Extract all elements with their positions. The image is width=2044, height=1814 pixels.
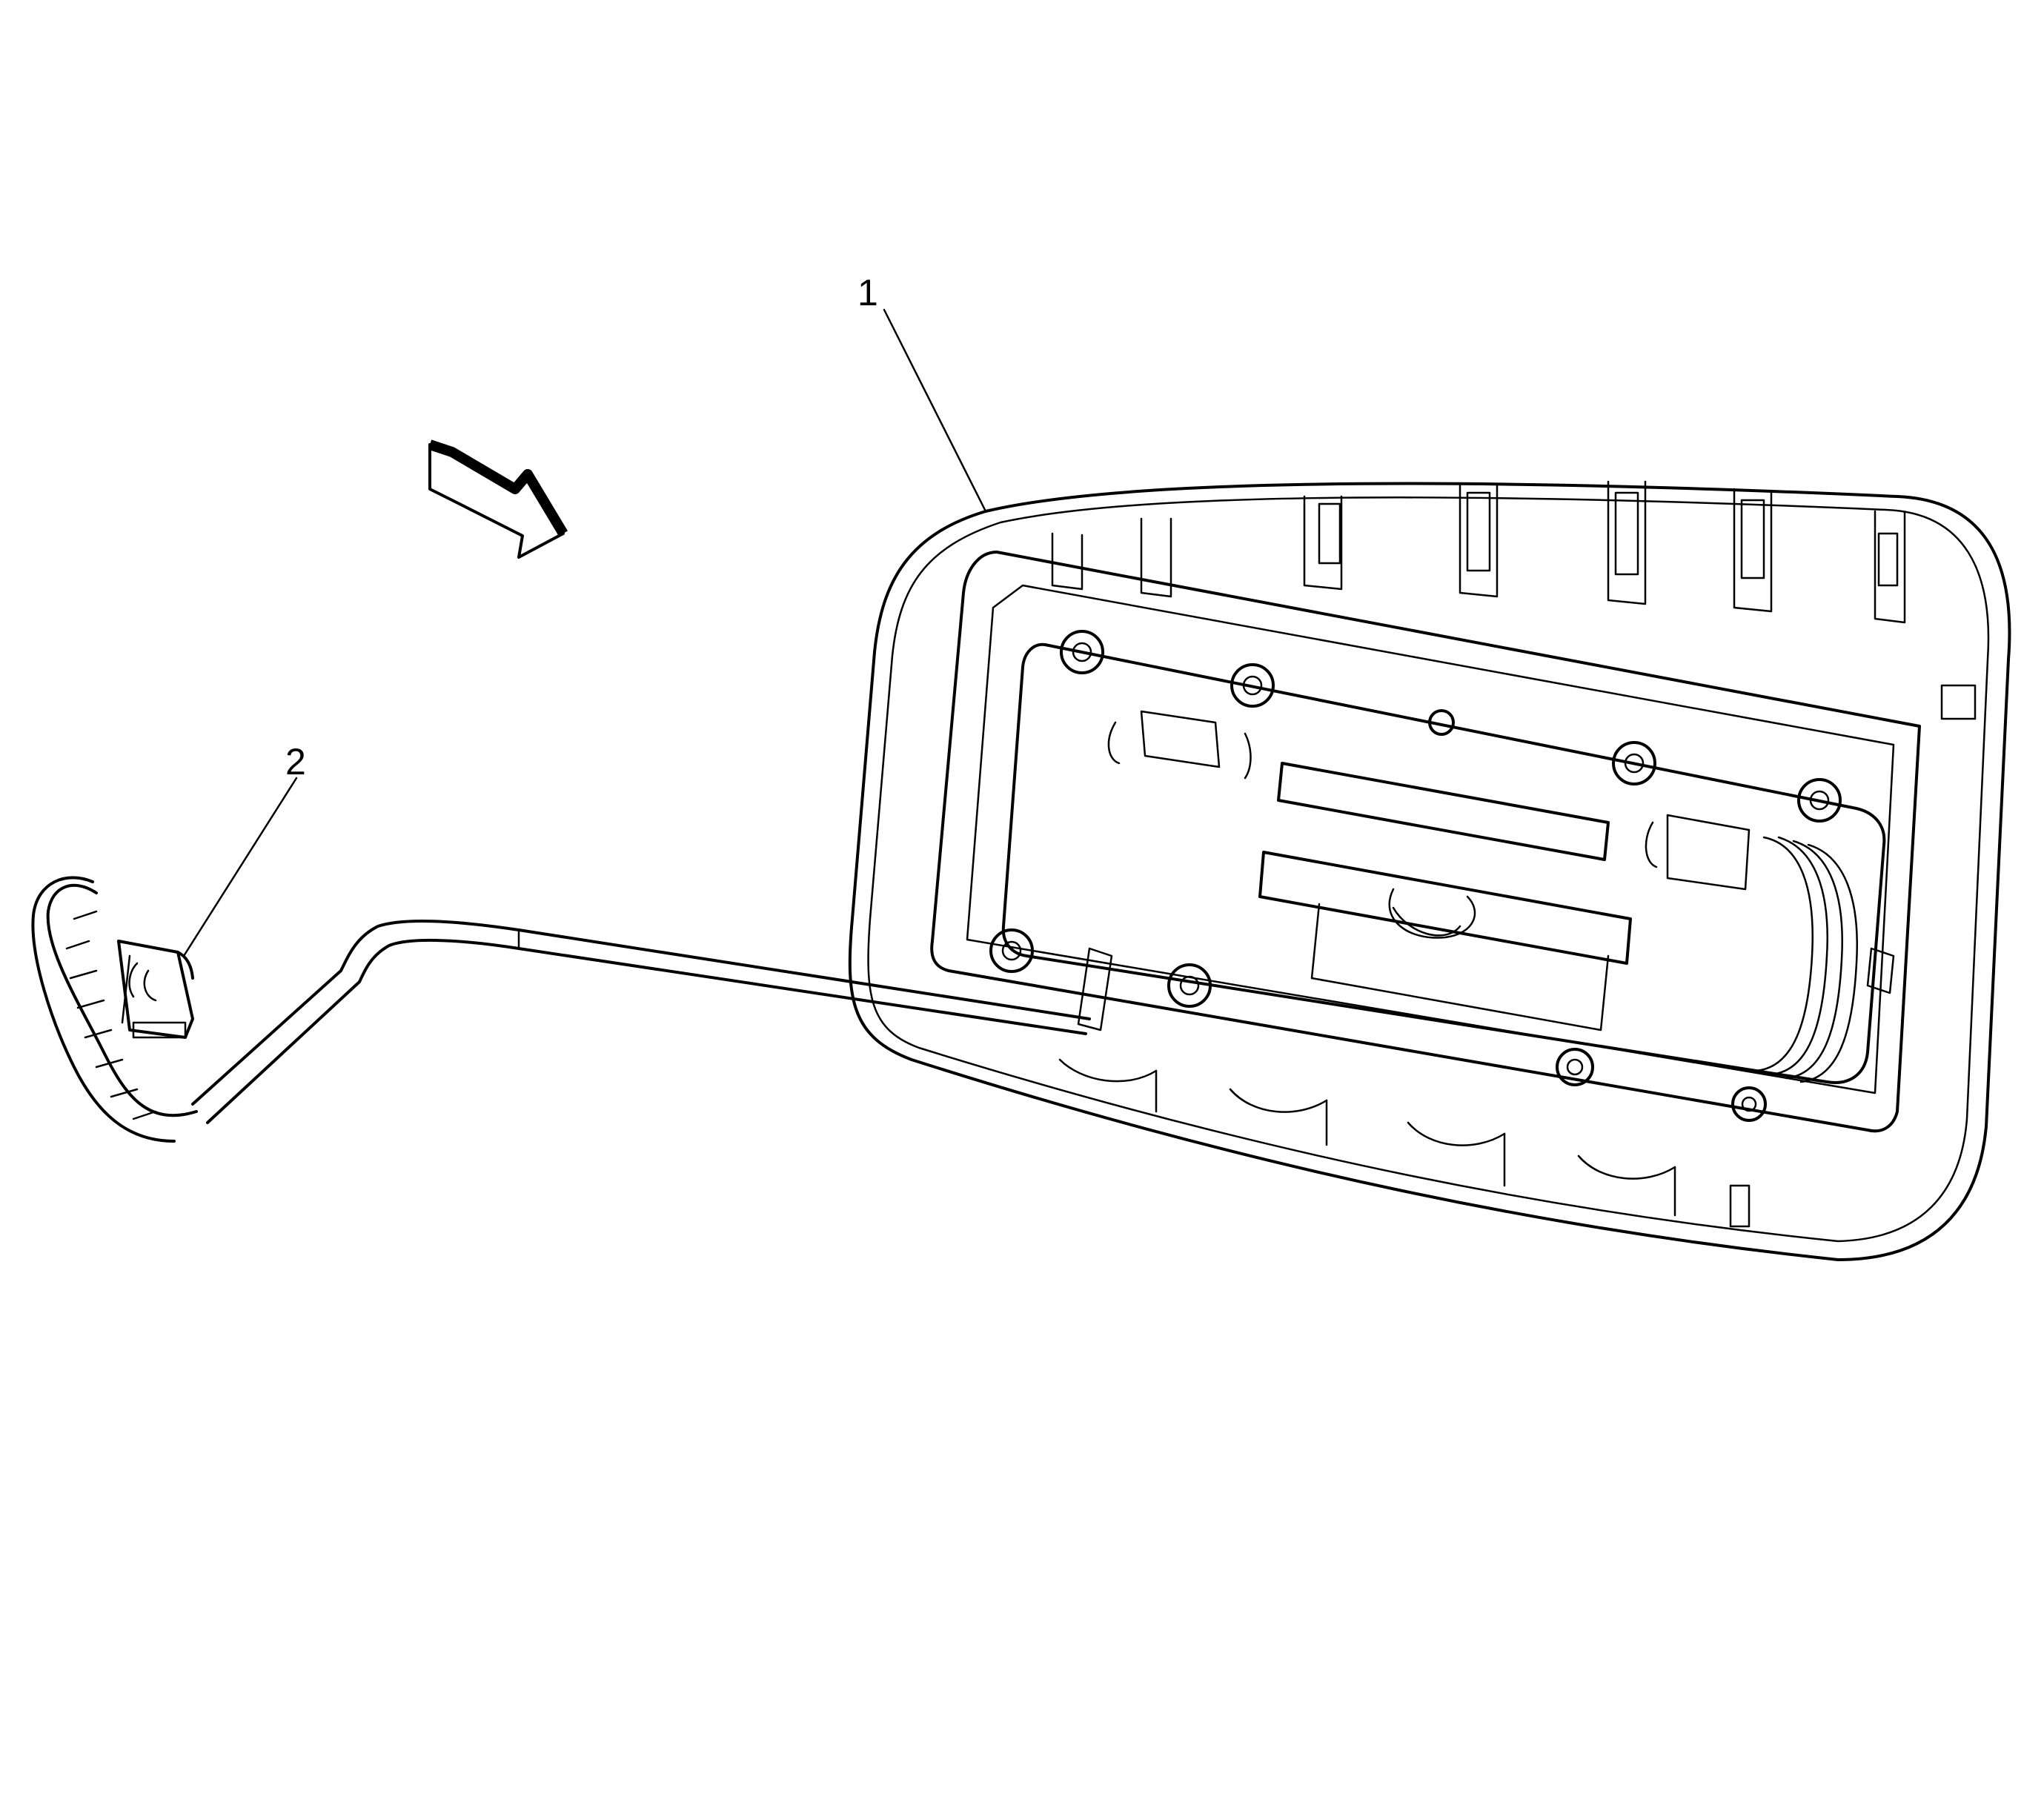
callout-2-label: 2 [285, 741, 306, 783]
callout-1-label: 1 [857, 272, 878, 313]
airbag-module [848, 480, 2011, 1261]
wiring-harness [31, 876, 1091, 1143]
mounting-nuts [989, 630, 1842, 1122]
inflator [1755, 836, 1858, 1083]
callout-1-leader [883, 308, 987, 513]
harness-connector [117, 940, 194, 1039]
bottom-fins [1058, 1058, 1751, 1228]
housing-fins [1051, 480, 1977, 720]
direction-arrow-icon [428, 439, 568, 559]
callout-2-leader [182, 777, 298, 957]
center-bracket [1258, 762, 1632, 1031]
retaining-clips [1107, 710, 1751, 891]
